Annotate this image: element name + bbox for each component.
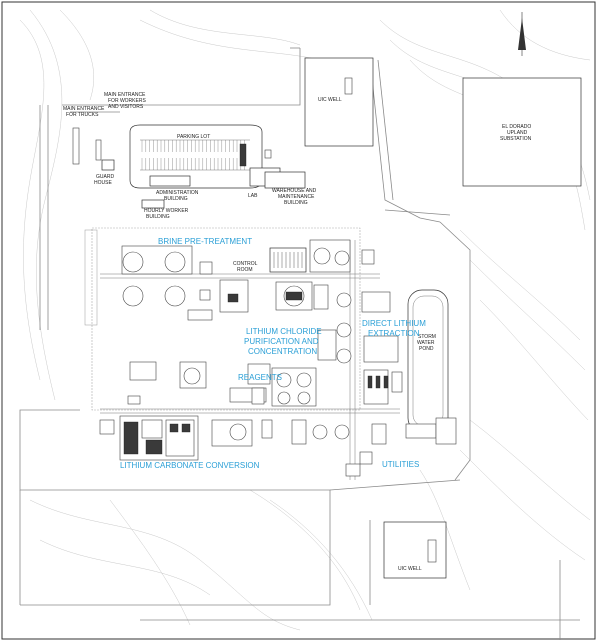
- uic-well-north-pad: [304, 57, 374, 147]
- reagents-equipment: [127, 361, 317, 407]
- label-main-entrance-trucks: MAIN ENTRANCE FOR TRUCKS: [63, 106, 106, 118]
- truck-scale: [72, 127, 80, 165]
- area-utilities: UTILITIES: [382, 460, 419, 469]
- lithium-carbonate-equipment: [99, 415, 350, 461]
- area-lithium-chloride: LITHIUM CHLORIDE PURIFICATION AND CONCEN…: [244, 327, 324, 356]
- label-main-entrance-workers: MAIN ENTRANCE FOR WORKERS AND VISITORS: [104, 92, 147, 110]
- label-storm-water-pond: STORM WATER POND: [417, 334, 437, 352]
- utilities-equipment: [345, 417, 457, 477]
- guard-house: [101, 159, 115, 171]
- parking-canopy: [239, 143, 247, 167]
- parking-stall-lines: [141, 140, 245, 170]
- label-substation: EL DORADO UPLAND SUBSTATION: [500, 124, 533, 142]
- tank-area-northeast: [309, 239, 375, 273]
- uic-well-north-equipment: [344, 77, 353, 95]
- uic-well-south-equipment: [427, 539, 437, 563]
- label-guard-house: GUARD HOUSE: [94, 174, 115, 186]
- label-parking-lot: PARKING LOT: [177, 134, 210, 140]
- label-administration-building: ADMINISTRATION BUILDING: [156, 190, 200, 202]
- direct-lithium-equipment: [361, 291, 403, 405]
- site-roads: [19, 47, 580, 640]
- warehouse-building: [264, 171, 306, 189]
- administration-building: [149, 175, 191, 187]
- storm-water-pond: [407, 289, 449, 433]
- label-uic-well-south: UIC WELL: [398, 566, 422, 572]
- control-room: [269, 247, 307, 273]
- brine-pretreatment-equipment: [121, 245, 249, 321]
- label-uic-well-north: UIC WELL: [318, 97, 342, 103]
- visitor-gate: [95, 139, 102, 161]
- north-arrow-icon: [518, 12, 526, 56]
- label-warehouse: WAREHOUSE AND MAINTENANCE BUILDING: [272, 188, 318, 206]
- hourly-worker-building: [141, 199, 165, 209]
- area-reagents: REAGENTS: [238, 373, 282, 382]
- parking-stalls: [140, 139, 250, 171]
- substation: [462, 77, 582, 187]
- label-hourly-worker-building: HOURLY WORKER BUILDING: [144, 208, 190, 220]
- area-brine-pretreatment: BRINE PRE-TREATMENT: [158, 237, 252, 246]
- area-direct-lithium: DIRECT LITHIUM EXTRACTION: [362, 319, 428, 338]
- area-lithium-carbonate: LITHIUM CARBONATE CONVERSION: [120, 461, 260, 470]
- control-room-stripes: [273, 252, 303, 268]
- parking-kiosk: [264, 149, 272, 159]
- label-lab: LAB: [248, 193, 258, 199]
- lithium-chloride-equipment: [275, 281, 352, 364]
- label-control-room: CONTROL ROOM: [233, 261, 259, 273]
